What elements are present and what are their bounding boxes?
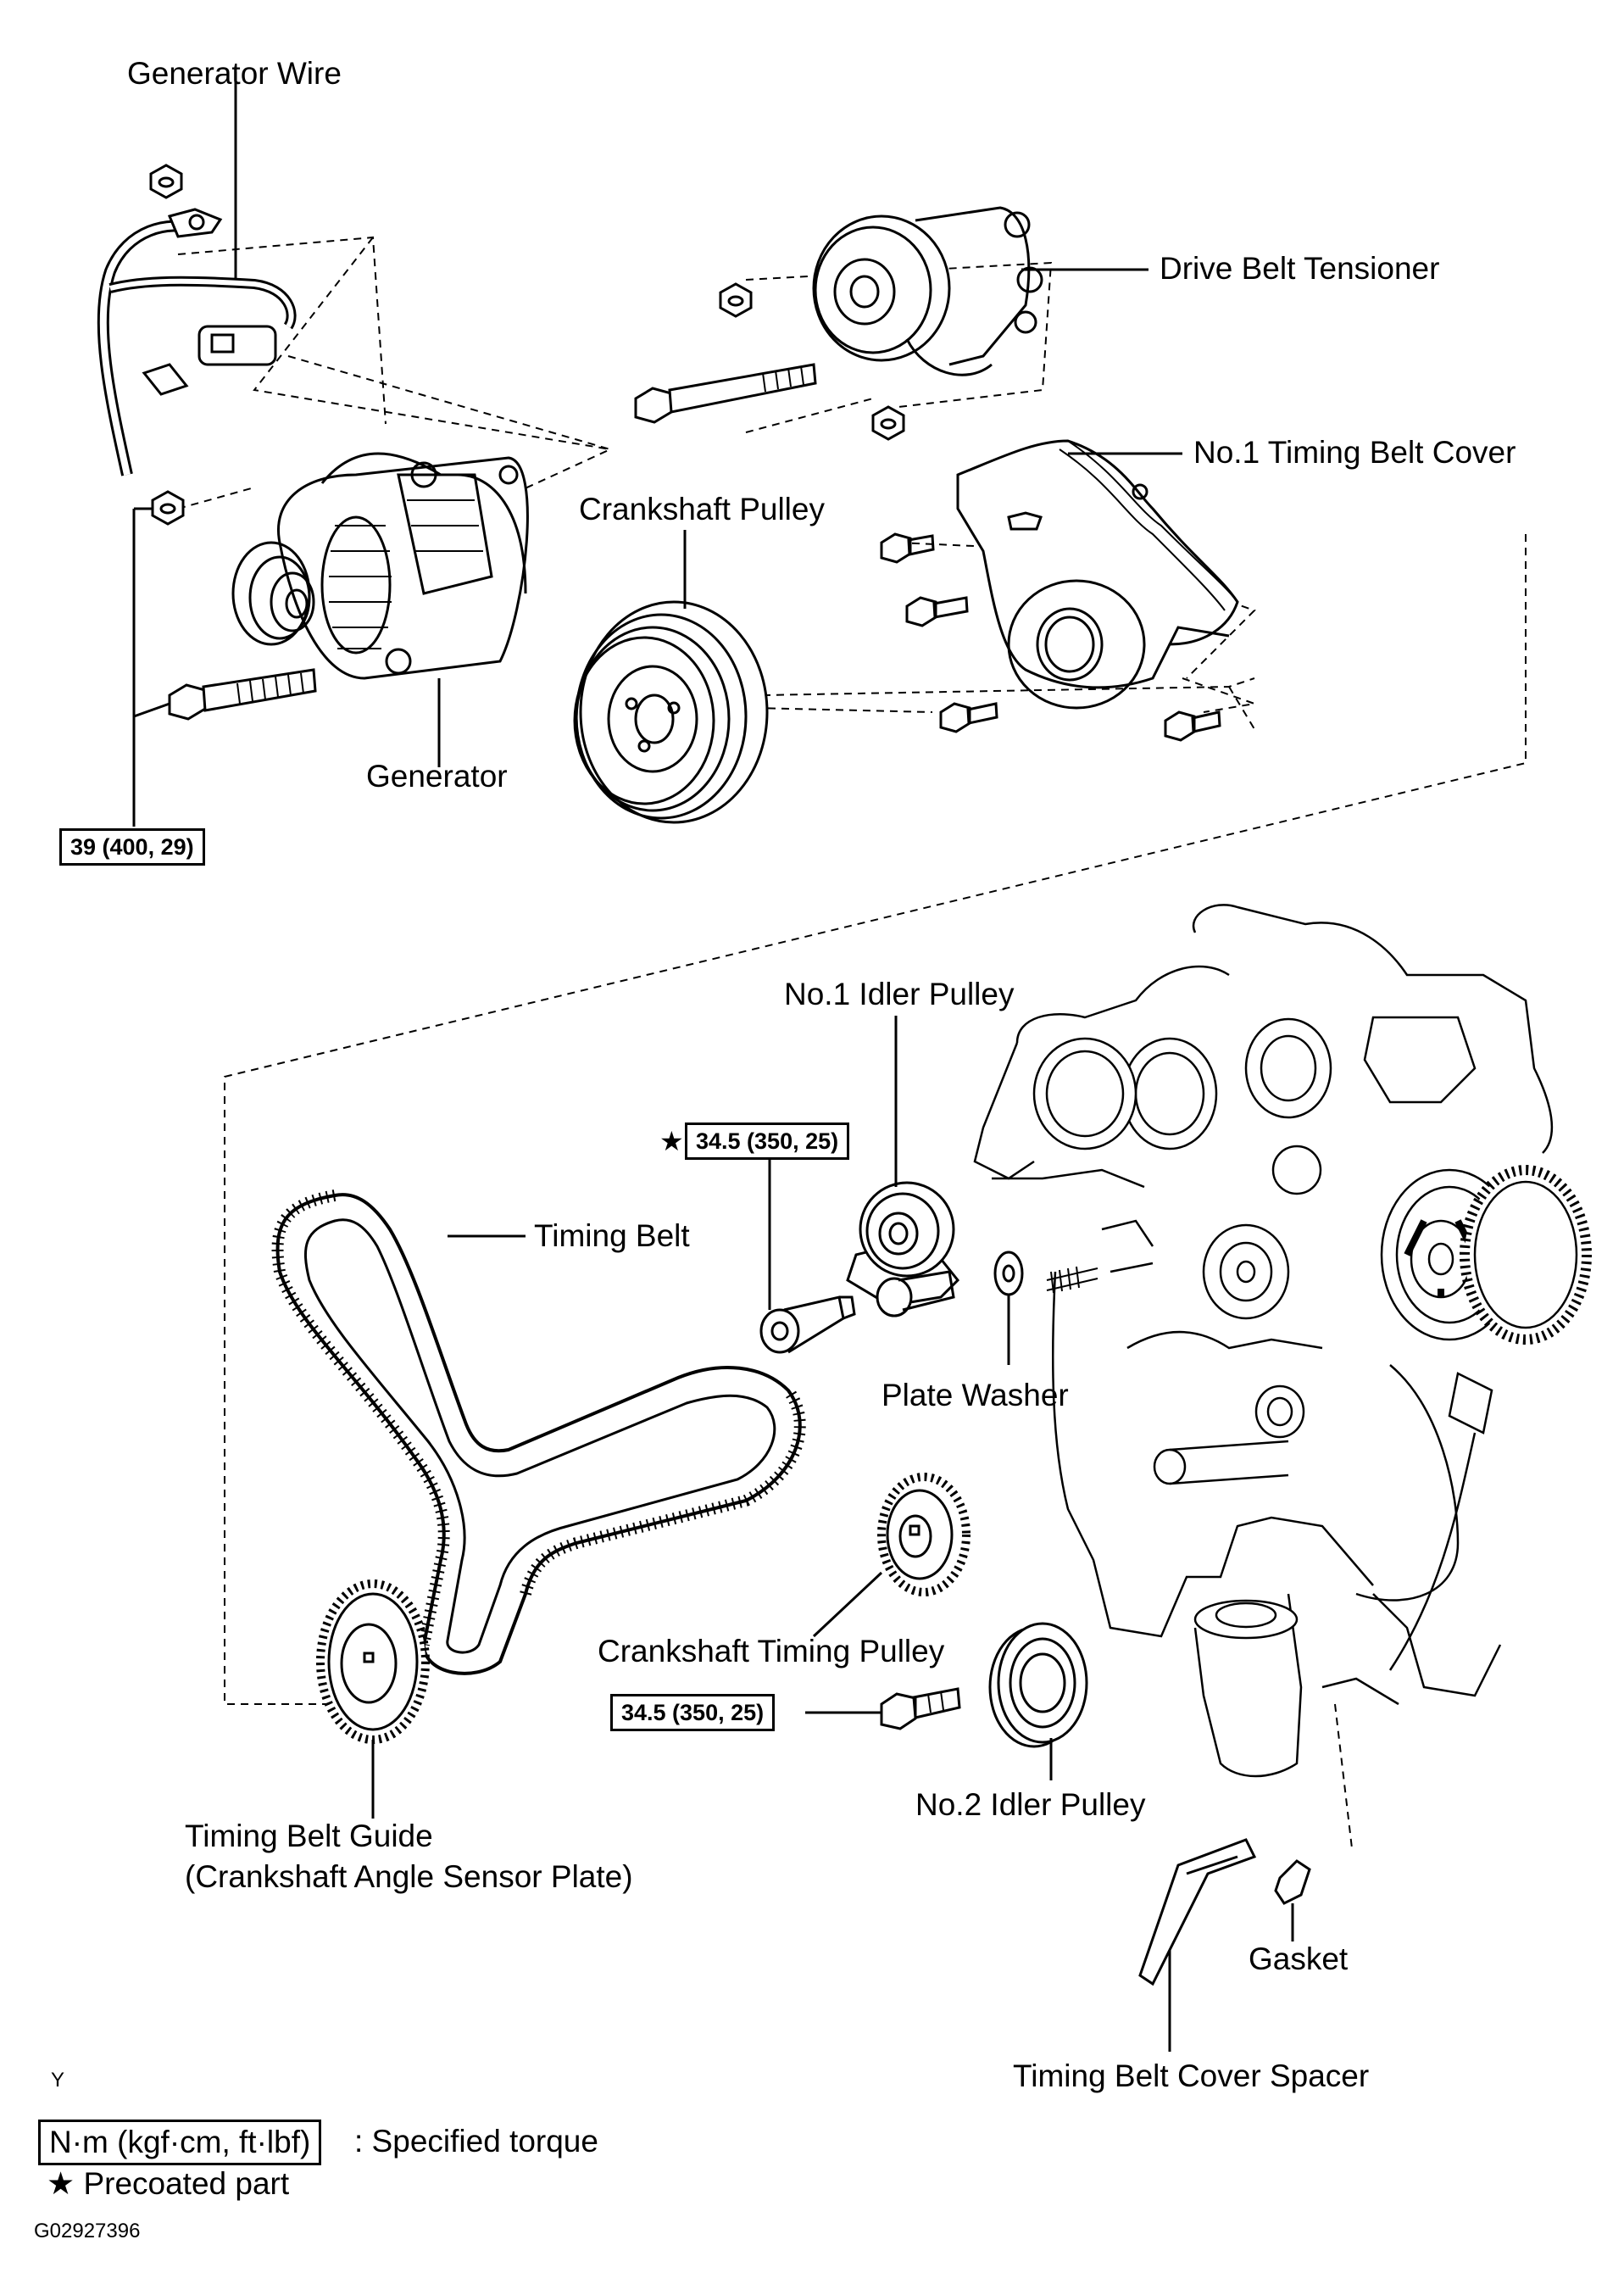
label-timing-belt-cover-spacer: Timing Belt Cover Spacer: [1013, 2058, 1370, 2093]
timing-belt-cover-spacer-part: [1138, 1838, 1257, 1986]
label-generator-wire: Generator Wire: [127, 56, 342, 91]
legend-torque-meaning: : Specified torque: [354, 2124, 598, 2159]
generator-wire-part: [97, 208, 297, 476]
generator-torque-leader: [132, 507, 170, 827]
label-no1-timing-belt-cover: No.1 Timing Belt Cover: [1193, 435, 1516, 470]
torque-generator-bolt: 39 (400, 29): [59, 828, 205, 866]
gasket-projection: [1334, 1703, 1353, 1849]
crankshaft-timing-pulley-part: [877, 1473, 971, 1596]
label-crankshaft-pulley: Crankshaft Pulley: [579, 492, 825, 526]
label-drive-belt-tensioner: Drive Belt Tensioner: [1160, 251, 1440, 286]
precoated-star-icon: ★: [659, 1126, 684, 1156]
label-timing-belt: Timing Belt: [534, 1218, 690, 1253]
generator-bolt: [168, 668, 317, 721]
plate-washer-part: [993, 1251, 1024, 1296]
cover-bolt-2: [905, 596, 969, 627]
label-crankshaft-timing-pulley: Crankshaft Timing Pulley: [598, 1634, 945, 1668]
tensioner-bolt: [634, 363, 817, 424]
cover-bolt-1: [880, 532, 935, 564]
no1-idler-bolt: [759, 1295, 856, 1354]
no2-idler-bolt: [880, 1687, 961, 1730]
torque-idler1-bolt: 34.5 (350, 25): [685, 1123, 850, 1160]
label-plate-washer: Plate Washer: [882, 1378, 1069, 1412]
legend-torque-box: N·m (kgf·cm, ft·lbf): [38, 2120, 322, 2165]
label-gasket: Gasket: [1249, 1941, 1349, 1976]
engine-studs: [1046, 1266, 1098, 1294]
drive-belt-tensioner-part: [812, 206, 1043, 376]
torque-idler2-bolt: 34.5 (350, 25): [610, 1694, 776, 1731]
timing-belt-part: [271, 1189, 806, 1675]
label-no1-idler-pulley: No.1 Idler Pulley: [784, 977, 1015, 1011]
crank-timing-pulley-leader: [812, 1571, 883, 1638]
generator-nut: [151, 490, 185, 526]
cover-bolt-4: [1164, 710, 1221, 742]
crankshaft-pulley-part: [573, 600, 769, 824]
no2-idler-pulley-part: [988, 1622, 1088, 1748]
no1-idler-pulley-part: [846, 1181, 960, 1317]
timing-belt-guide-part: [316, 1579, 430, 1744]
generator-wire-nut: [149, 164, 183, 199]
cover-bolt-3: [939, 702, 998, 733]
tensioner-nut: [719, 282, 753, 318]
label-crank-angle-sensor-plate: (Crankshaft Angle Sensor Plate): [185, 1859, 633, 1894]
generator-part: [231, 452, 529, 680]
label-no2-idler-pulley: No.2 Idler Pulley: [915, 1787, 1146, 1822]
corner-mark: Y: [51, 2069, 65, 2092]
legend-star-meaning: ★ Precoated part: [47, 2166, 290, 2201]
gasket-part: [1274, 1859, 1311, 1905]
figure-id: G02927396: [34, 2220, 141, 2242]
tensioner-nut-lower: [871, 405, 905, 441]
engine-block: [973, 904, 1592, 1778]
label-generator: Generator: [366, 759, 508, 794]
timing-belt-cover-part: [956, 439, 1239, 710]
label-timing-belt-guide: Timing Belt Guide: [185, 1819, 433, 1853]
